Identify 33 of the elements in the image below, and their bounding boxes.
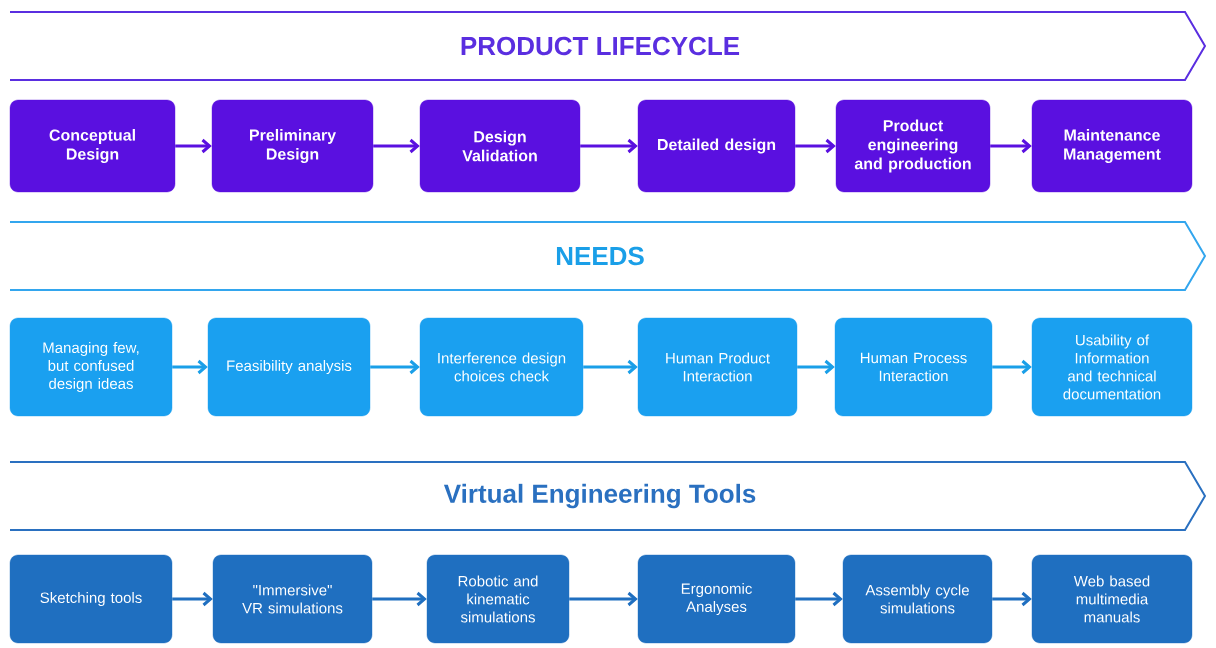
process-box: Human Product Interaction	[637, 317, 798, 417]
process-box: Managing few, but confused design ideas	[9, 317, 173, 417]
arrow	[580, 138, 638, 154]
process-box: Usability of Information and technical documentation	[1031, 317, 1193, 417]
arrow	[795, 138, 836, 154]
arrow	[990, 138, 1032, 154]
arrow	[172, 591, 213, 607]
arrow	[583, 359, 638, 375]
arrow	[372, 591, 427, 607]
arrow	[370, 359, 420, 375]
arrow	[175, 138, 212, 154]
arrow	[373, 138, 420, 154]
process-box: Ergonomic Analyses	[637, 554, 796, 644]
process-box: "Immersive" VR simulations	[212, 554, 373, 644]
process-box: Assembly cycle simulations	[842, 554, 993, 644]
process-box: Product engineering and production	[835, 99, 991, 193]
arrow	[569, 591, 638, 607]
process-box: Feasibility analysis	[207, 317, 371, 417]
process-box: Robotic and kinematic simulations	[426, 554, 570, 644]
arrow	[795, 591, 843, 607]
process-box: Sketching tools	[9, 554, 173, 644]
arrow	[172, 359, 208, 375]
process-box: Design Validation	[419, 99, 581, 193]
process-box: Conceptual Design	[9, 99, 176, 193]
arrow	[992, 359, 1032, 375]
process-box: Detailed design	[637, 99, 796, 193]
process-box: Human Process Interaction	[834, 317, 993, 417]
process-box: Maintenance Management	[1031, 99, 1193, 193]
process-box: Preliminary Design	[211, 99, 374, 193]
process-box: Web based multimedia manuals	[1031, 554, 1193, 644]
arrow	[992, 591, 1032, 607]
arrow	[797, 359, 835, 375]
process-box: Interference design choices check	[419, 317, 584, 417]
